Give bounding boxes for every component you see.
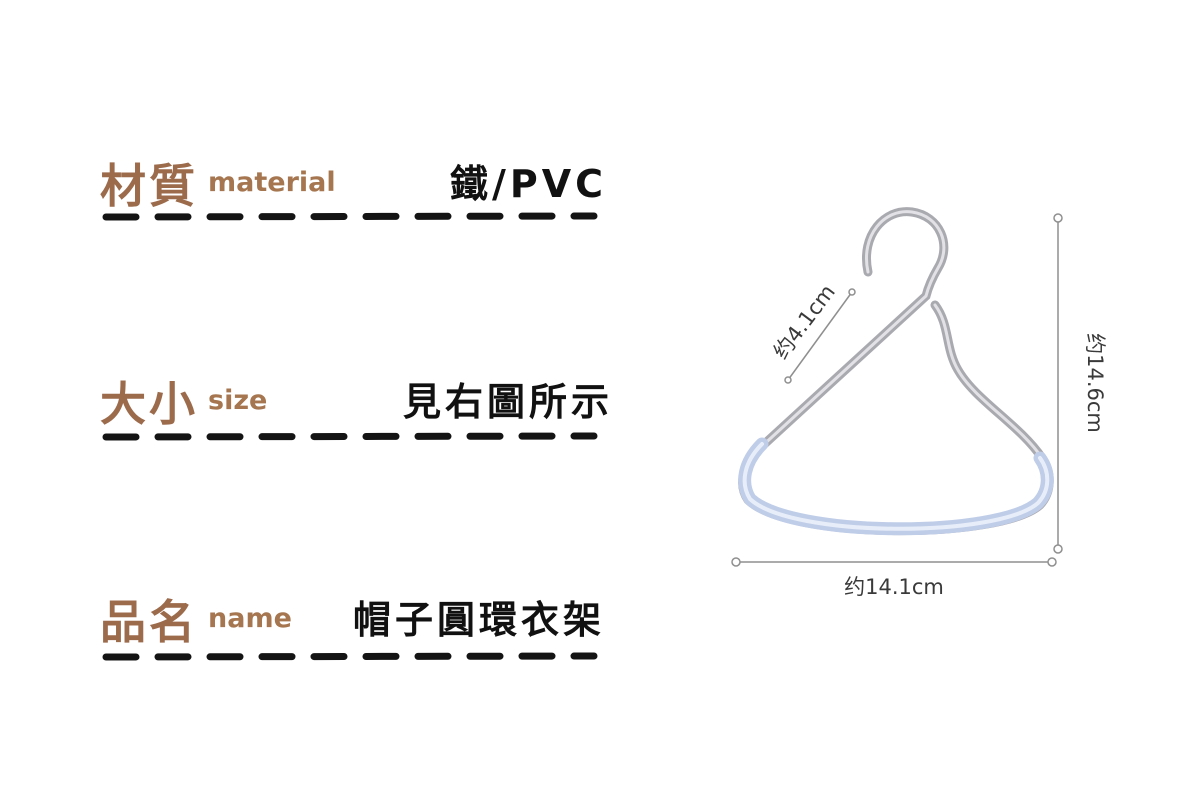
dimension-line-height: 约14.6cm [1053,213,1107,554]
dashed-divider [102,652,598,661]
spec-row-name: 品名 name 帽子圓環衣架 [100,586,660,650]
dimension-label-width: 约14.1cm [844,575,944,599]
name-value: 帽子圓環衣架 [353,598,606,642]
material-label: 材質 [100,159,198,213]
material-value: 鐵/PVC [450,162,608,206]
size-eng-label: size [208,385,268,416]
size-label: 大小 [100,377,198,431]
dashed-divider [102,212,598,221]
dimension-label-height: 约14.6cm [1083,333,1107,433]
hanger-diagram: 约4.1cm 约14.6cm 约14.1cm [731,207,1107,599]
name-label: 品名 [100,595,198,649]
hanger-pvc-sleeve [738,437,1054,536]
material-eng-label: material [208,167,336,198]
hanger-wire [738,207,1054,536]
spec-row-size: 大小 size 見右圖所示 [100,368,660,432]
dimension-line-width: 约14.1cm [731,557,1057,599]
dashed-divider [102,432,598,441]
spec-row-material: 材質 material 鐵/PVC [100,150,660,214]
size-value: 見右圖所示 [403,380,614,424]
dimension-label-hook: 约4.1cm [769,280,840,363]
name-eng-label: name [208,603,292,634]
